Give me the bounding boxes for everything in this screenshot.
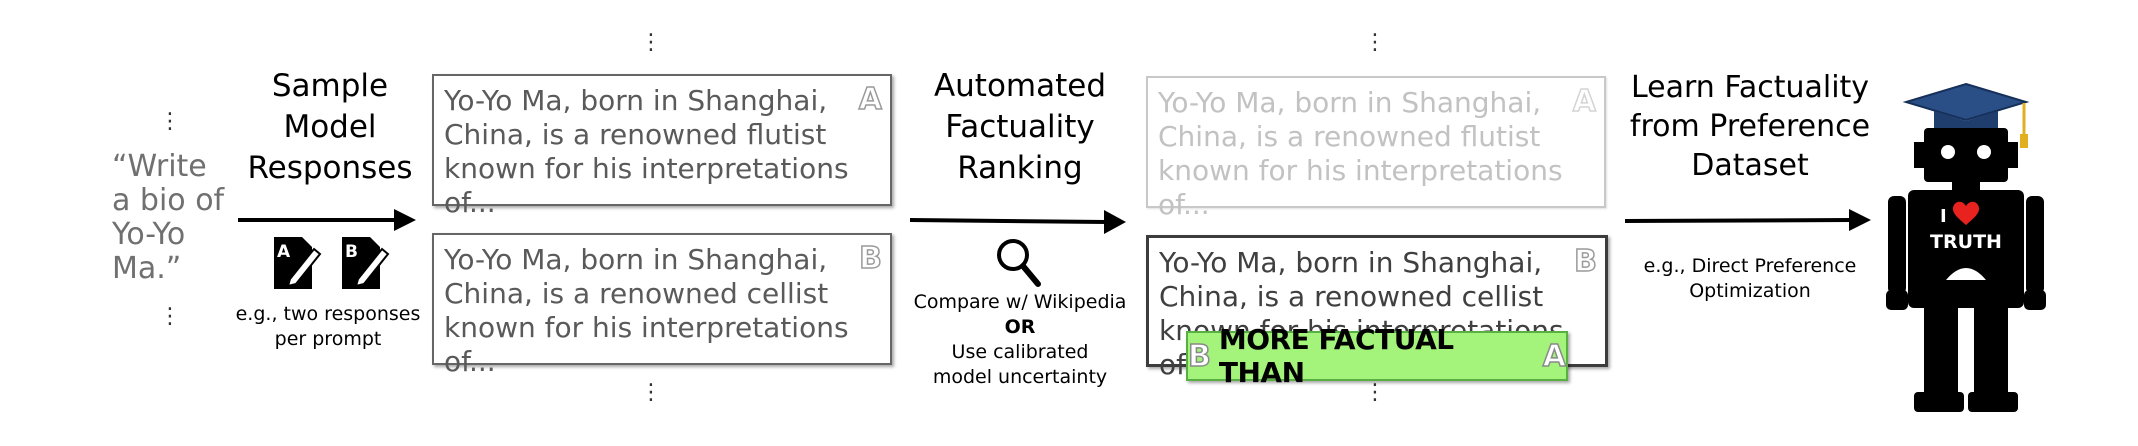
response-text: Yo-Yo Ma, born in Shanghai, China, is a … [1158,86,1563,221]
ellipsis-top-right-responses: ⋮ [1364,30,1386,55]
note-line: Compare w/ Wikipedia [913,291,1127,313]
heading-line: Automated [933,68,1107,104]
heading-line: Dataset [1691,148,1809,183]
response-a-doc-icon: A [274,237,322,289]
icon-letter: A [277,242,291,262]
ellipsis-bottom-left-responses: ⋮ [640,380,662,405]
banner-letter-left: B [1187,338,1211,375]
response-text: Yo-Yo Ma, born in Shanghai, China, is a … [444,84,849,219]
note-line: e.g., two responses [235,303,421,325]
note-line-or: OR [1004,316,1036,338]
response-letter-badge: A [858,81,883,118]
banner-letter-right: A [1542,338,1567,375]
step3-note: e.g., Direct Preference Optimization [1620,254,1880,304]
heading-line: Factuality [945,109,1095,145]
step1-note: e.g., two responses per prompt [228,302,428,352]
heading-line: Responses [247,150,413,186]
response-letter-badge: B [858,240,882,277]
icon-letter: B [345,242,358,262]
more-factual-banner: B MORE FACTUAL THAN A [1186,323,1568,389]
note-line: per prompt [274,328,382,350]
note-line: Optimization [1689,280,1811,302]
response-b-doc-icon: B [342,237,390,289]
note-line: e.g., Direct Preference [1643,255,1857,277]
robot-text-truth: TRUTH [1930,231,2002,253]
response-card-a-left: Yo-Yo Ma, born in Shanghai, China, is a … [432,74,892,219]
prompt-text: “Write a bio of Yo-Yo Ma.” [112,149,225,286]
step2-heading: Automated Factuality Ranking [910,66,1130,189]
ellipsis-top-prompt: ⋮ [159,109,181,134]
heading-line: from Preference [1629,109,1871,144]
heading-line: Ranking [957,150,1083,186]
ellipsis-bottom-right-responses: ⋮ [1364,380,1386,405]
heading-line: Model [283,109,377,145]
heart-icon [1952,201,1980,225]
ellipsis-bottom-prompt: ⋮ [159,304,181,329]
response-text: Yo-Yo Ma, born in Shanghai, China, is a … [444,243,849,378]
note-line: Use calibrated [951,341,1089,363]
ellipsis-top-left-responses: ⋮ [640,30,662,55]
step3-heading: Learn Factuality from Preference Dataset [1614,68,1886,185]
arrow-learn [1624,209,1871,231]
magnifying-glass-icon [997,239,1041,287]
response-card-a-right: Yo-Yo Ma, born in Shanghai, China, is a … [1146,76,1606,221]
robot-text-i: I [1940,206,1947,227]
arrow-sample [238,209,416,231]
response-card-b-left: Yo-Yo Ma, born in Shanghai, China, is a … [432,233,892,378]
heading-line: Learn Factuality [1630,70,1870,105]
arrow-rank [909,210,1126,234]
robot-icon: I TRUTH [1886,82,2046,412]
heading-line: Sample [271,68,389,104]
response-letter-badge: A [1572,83,1597,120]
note-line: model uncertainty [932,366,1108,388]
step1-heading: Sample Model Responses [230,66,430,189]
response-letter-badge: B [1573,243,1597,280]
banner-text: MORE FACTUAL THAN [1218,323,1454,389]
step2-note: Compare w/ Wikipedia OR Use calibrated m… [900,290,1140,390]
